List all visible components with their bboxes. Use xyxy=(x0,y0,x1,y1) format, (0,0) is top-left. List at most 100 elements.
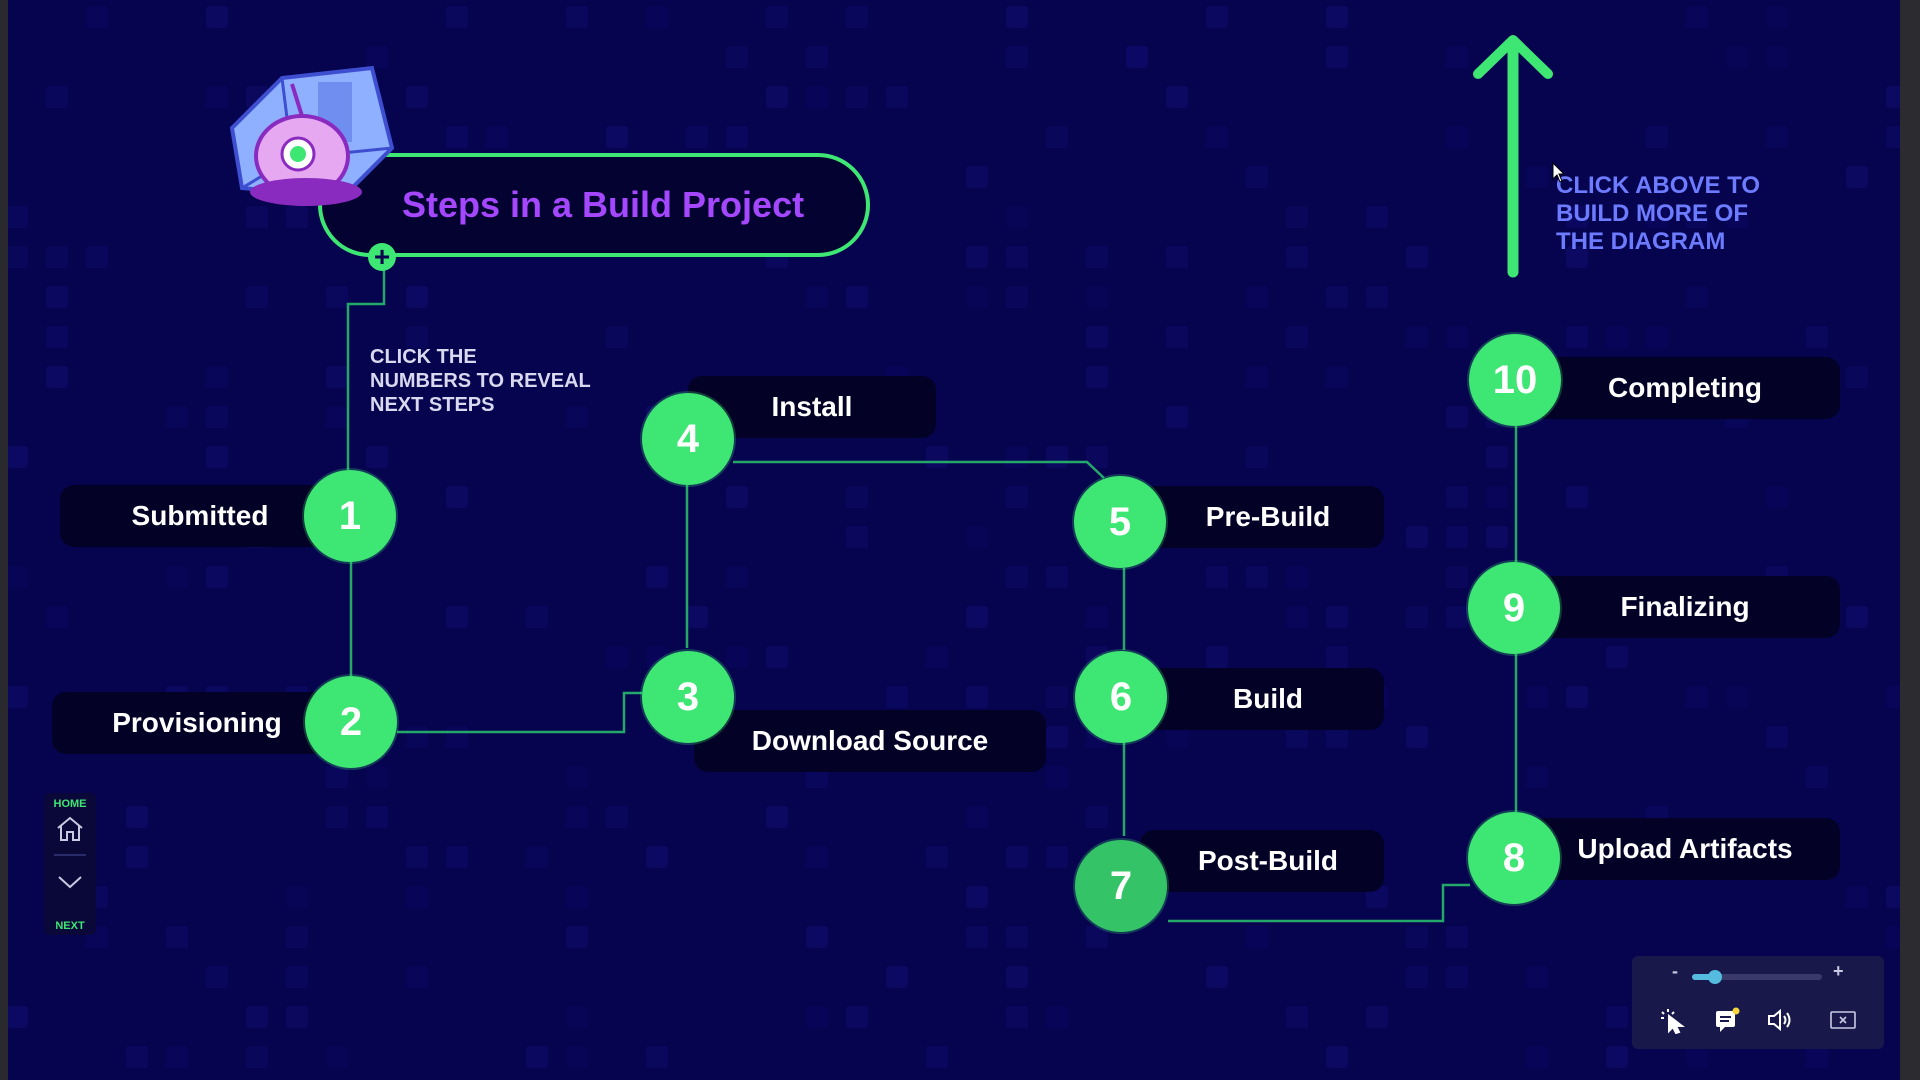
step-node-9[interactable]: 9 xyxy=(1468,562,1560,654)
background-tile xyxy=(406,966,428,988)
background-tile xyxy=(1406,246,1428,268)
background-tile xyxy=(1606,1046,1628,1068)
step-node-5[interactable]: 5 xyxy=(1074,476,1166,568)
background-tile xyxy=(606,646,628,668)
background-tile xyxy=(1326,6,1348,28)
background-tile xyxy=(446,126,468,148)
background-tile xyxy=(326,406,348,428)
notes-icon[interactable] xyxy=(1712,1006,1742,1034)
background-tile xyxy=(1446,406,1468,428)
background-tile xyxy=(246,1006,268,1028)
background-tile xyxy=(1846,366,1868,388)
background-tile xyxy=(566,6,588,28)
background-tile xyxy=(966,526,988,548)
background-tile xyxy=(1206,126,1228,148)
background-tile xyxy=(166,926,188,948)
background-tile xyxy=(1166,246,1188,268)
background-tile xyxy=(1006,286,1028,308)
background-tile xyxy=(6,206,28,228)
background-tile xyxy=(846,526,868,548)
background-tile xyxy=(806,1006,828,1028)
background-tile xyxy=(86,6,108,28)
background-tile xyxy=(926,846,948,868)
player-controls: - + xyxy=(1632,956,1884,1049)
background-tile xyxy=(1326,726,1348,748)
zoom-in-button[interactable]: + xyxy=(1833,961,1844,981)
step-node-4[interactable]: 4 xyxy=(642,393,734,485)
zoom-out-button[interactable]: - xyxy=(1672,961,1678,981)
background-tile xyxy=(1366,286,1388,308)
background-tile xyxy=(1086,326,1108,348)
background-tile xyxy=(126,806,148,828)
chevron-down-icon[interactable] xyxy=(54,866,86,898)
build-more-arrow-icon[interactable] xyxy=(1466,30,1562,280)
background-tile xyxy=(366,46,388,68)
background-tile xyxy=(806,86,828,108)
step-node-1[interactable]: 1 xyxy=(304,470,396,562)
background-tile xyxy=(1206,966,1228,988)
title-banner: Steps in a Build Project xyxy=(318,153,870,257)
background-tile xyxy=(1326,646,1348,668)
step-node-7[interactable]: 7 xyxy=(1075,840,1167,932)
left-frame-edge xyxy=(0,0,8,1080)
background-tile xyxy=(46,606,68,628)
step-label-3: Download Source xyxy=(694,710,1046,772)
background-tile xyxy=(1446,926,1468,948)
background-tile xyxy=(6,686,28,708)
background-tile xyxy=(206,366,228,388)
step-node-8[interactable]: 8 xyxy=(1468,812,1560,904)
background-tile xyxy=(566,1046,588,1068)
step-node-3[interactable]: 3 xyxy=(642,651,734,743)
background-tile xyxy=(206,6,228,28)
zoom-slider-handle[interactable] xyxy=(1708,970,1723,984)
background-tile xyxy=(1246,166,1268,188)
background-tile xyxy=(1686,6,1708,28)
robot-mascot-illustration xyxy=(229,65,395,206)
background-tile xyxy=(646,1046,668,1068)
close-icon[interactable] xyxy=(1828,1006,1858,1034)
background-tile xyxy=(6,566,28,588)
background-tile xyxy=(1166,406,1188,428)
background-tile xyxy=(1446,606,1468,628)
background-tile xyxy=(886,966,908,988)
background-tile xyxy=(1646,326,1668,348)
pointer-icon[interactable] xyxy=(1658,1006,1688,1034)
background-tile xyxy=(1566,206,1588,228)
connector-4-to-5 xyxy=(733,460,1105,479)
background-tile xyxy=(86,246,108,268)
background-tile xyxy=(1606,326,1628,348)
speaker-icon[interactable] xyxy=(1765,1006,1795,1034)
background-tile xyxy=(1766,6,1788,28)
zoom-slider[interactable] xyxy=(1692,970,1822,984)
background-tile xyxy=(1286,566,1308,588)
background-tile xyxy=(926,646,948,668)
home-icon[interactable] xyxy=(54,813,86,845)
build-more-hint: CLICK ABOVE TO BUILD MORE OF THE DIAGRAM xyxy=(1556,172,1761,255)
background-tile xyxy=(846,286,868,308)
nav-divider xyxy=(54,854,86,856)
background-tile xyxy=(1006,46,1028,68)
background-tile xyxy=(1566,686,1588,708)
connector-7-to-8 xyxy=(1168,883,1470,923)
background-tile xyxy=(766,6,788,28)
step-node-6[interactable]: 6 xyxy=(1075,651,1167,743)
diagram-title: Steps in a Build Project xyxy=(402,184,805,225)
background-tile xyxy=(566,1006,588,1028)
background-tile xyxy=(206,566,228,588)
background-tile xyxy=(286,926,308,948)
background-tile xyxy=(1806,766,1828,788)
background-tile xyxy=(1526,1046,1548,1068)
background-tile xyxy=(1086,366,1108,388)
step-label-5: Pre-Build xyxy=(1140,486,1384,548)
background-tile xyxy=(1206,646,1228,668)
background-tile xyxy=(1446,486,1468,508)
background-tile xyxy=(1086,926,1108,948)
background-tile xyxy=(1766,46,1788,68)
background-tile xyxy=(966,606,988,628)
background-tile xyxy=(286,206,308,228)
expand-plus-button[interactable]: + xyxy=(368,243,396,271)
step-node-2[interactable]: 2 xyxy=(305,676,397,768)
background-tile xyxy=(926,1046,948,1068)
step-node-10[interactable]: 10 xyxy=(1469,334,1561,426)
